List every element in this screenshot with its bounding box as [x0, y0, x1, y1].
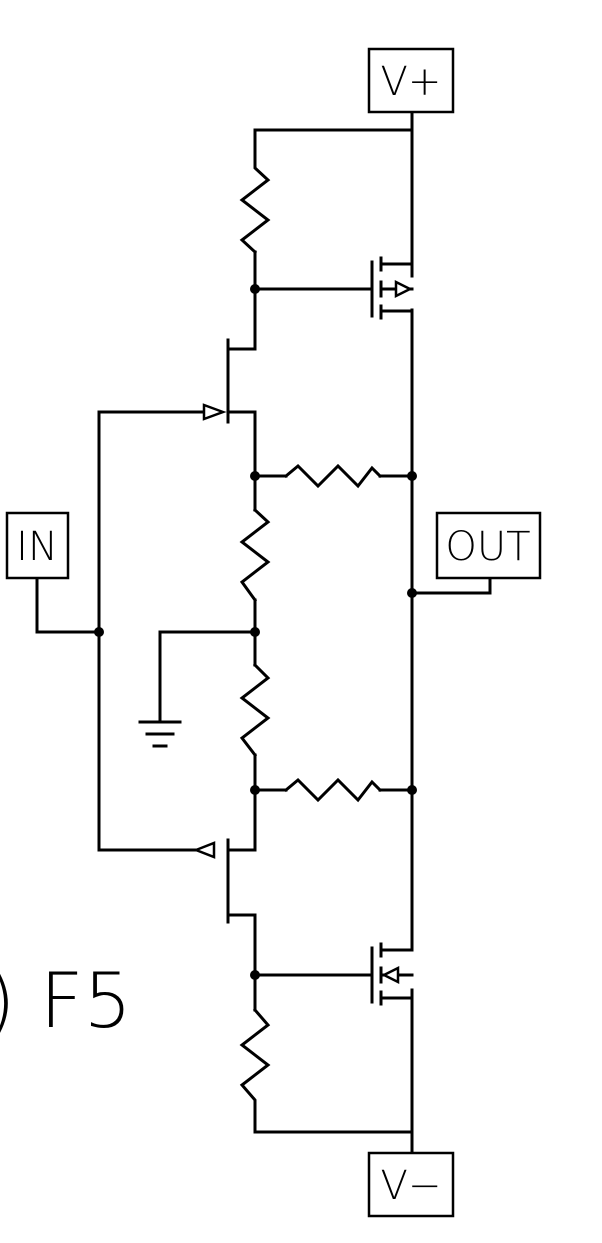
junction-lower-gate	[250, 970, 260, 980]
lower-jfet-drain-wire	[226, 913, 257, 977]
junction-lower-right	[407, 785, 417, 795]
junction-upper-mid	[250, 471, 260, 481]
upper-jfet	[202, 338, 230, 424]
junction-output	[407, 588, 417, 598]
resistor-bottom	[239, 1007, 271, 1120]
input-terminal: IN	[5, 511, 70, 580]
resistor-mid-upper	[239, 507, 271, 603]
bottom-rail-wire	[253, 1116, 414, 1134]
vplus-terminal: V+	[367, 47, 455, 114]
lower-mosfet	[370, 942, 414, 1006]
upper-jfet-source-wire	[226, 410, 257, 478]
output-label: OUT	[445, 524, 530, 570]
wiring	[35, 110, 492, 1155]
resistor-feedback-lower	[283, 777, 383, 803]
lower-jfet	[192, 838, 230, 924]
upper-gate-wire	[253, 250, 374, 291]
output-lead-wire	[410, 576, 492, 595]
resistor-feedback-upper	[283, 463, 383, 489]
resistors	[239, 148, 383, 1120]
title-text: ) F5	[0, 956, 132, 1045]
junction-upper-gate	[250, 284, 260, 294]
output-terminal: OUT	[435, 511, 542, 580]
lower-jfet-source-wire	[226, 788, 257, 852]
vplus-label: V+	[381, 59, 442, 105]
vminus-terminal: V−	[367, 1151, 455, 1218]
input-label: IN	[16, 524, 58, 570]
vminus-label: V−	[381, 1163, 442, 1209]
junction-lower-mid	[250, 785, 260, 795]
resistor-top	[239, 148, 271, 255]
resistor-mid-lower	[239, 662, 271, 758]
input-lead-wire	[35, 576, 101, 634]
ground-icon	[138, 720, 182, 748]
top-rail-wire	[253, 110, 414, 152]
junction-upper-right	[407, 471, 417, 481]
junctions	[94, 284, 417, 980]
junction-input	[94, 627, 104, 637]
ground-lead-wire	[158, 630, 257, 722]
upper-mosfet	[370, 256, 414, 320]
junction-ground	[250, 627, 260, 637]
upper-jfet-drain-wire	[226, 287, 257, 351]
